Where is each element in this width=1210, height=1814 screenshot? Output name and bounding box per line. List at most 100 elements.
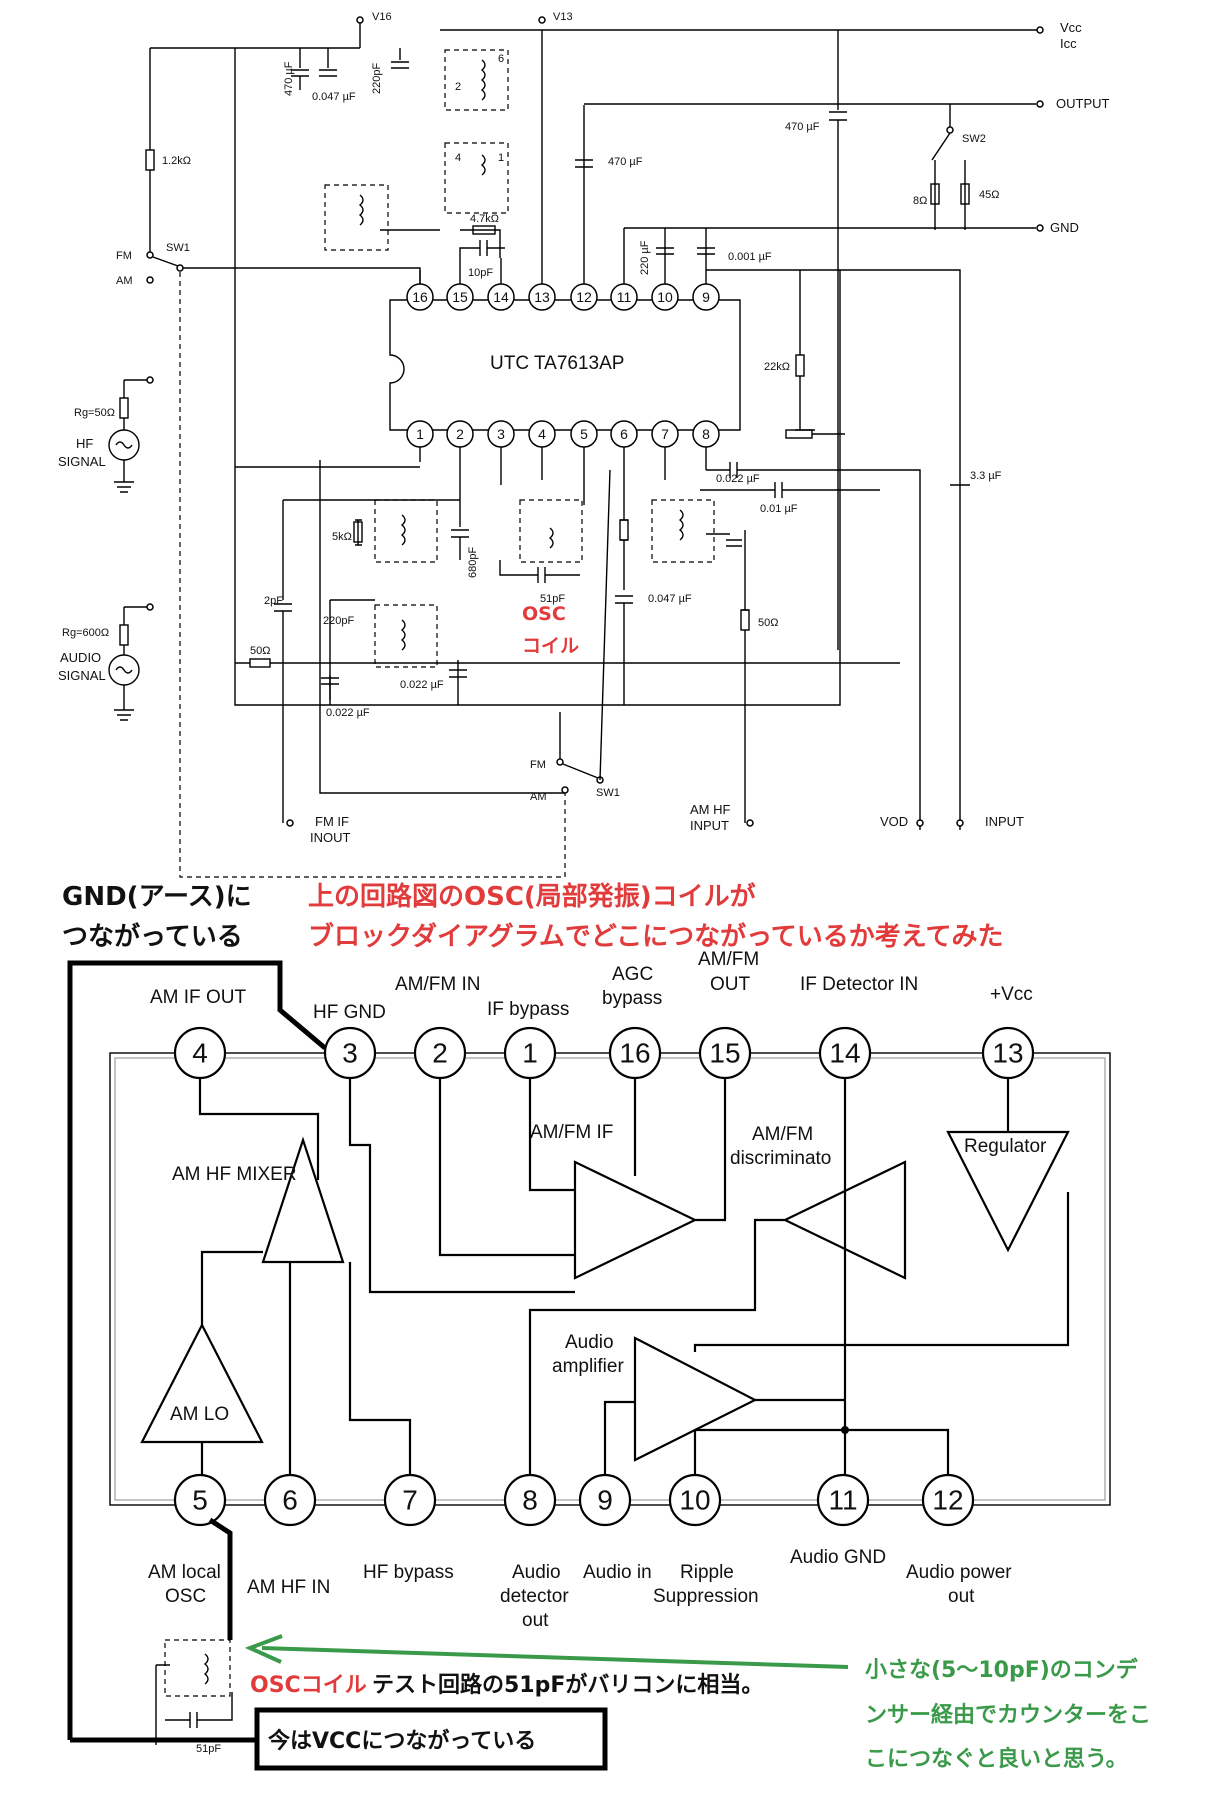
r50-r-label: 50Ω <box>758 617 778 629</box>
pin14-label: IF Detector IN <box>800 974 918 995</box>
vcc-note: 今はVCCにつながっている <box>268 1728 536 1754</box>
block-pin-3: 3 <box>342 1038 358 1069</box>
c0047-b-label: 0.047 µF <box>648 593 692 605</box>
gnd-note-1: GND(アース)に <box>62 882 252 912</box>
pin1-label: IF bypass <box>487 999 569 1020</box>
v13-label: V13 <box>553 11 573 23</box>
c470-right-label: 470 µF <box>785 121 820 133</box>
pin-7: 7 <box>661 426 669 442</box>
pin-1: 1 <box>416 426 424 442</box>
c220-bot-label: 220pF <box>323 615 354 627</box>
discriminator-label-1: AM/FM <box>752 1124 813 1145</box>
pin-11: 11 <box>617 289 632 305</box>
pin-13: 13 <box>534 289 550 305</box>
audio-rg-label: Rg=600Ω <box>62 627 109 639</box>
r50-l-label: 50Ω <box>250 645 270 657</box>
pin9-label: Audio in <box>583 1562 652 1583</box>
c220-right-label: 220 µF <box>639 240 651 275</box>
c470-top-label: 470 µF <box>283 61 295 96</box>
pin4-label: AM IF OUT <box>150 987 246 1008</box>
pin-9: 9 <box>702 289 710 305</box>
block-pin-1: 1 <box>522 1038 538 1069</box>
vod-label: VOD <box>880 814 908 829</box>
coil-pin-4a: 4 <box>455 152 461 164</box>
sw1-bottom-label: SW1 <box>596 787 620 799</box>
pin11-label: Audio GND <box>790 1547 886 1568</box>
title-note-2: ブロックダイアグラムでどこにつながっているか考えてみた <box>308 921 1004 952</box>
r22k-label: 22kΩ <box>764 361 790 373</box>
am-bottom-label: AM <box>530 791 547 803</box>
coil-pin-1a: 1 <box>498 152 504 164</box>
pin8-label-1: Audio <box>512 1562 561 1583</box>
audio-amp-label-2: amplifier <box>552 1356 624 1377</box>
r45-label: 45Ω <box>979 189 999 201</box>
pin12-label-1: Audio power <box>906 1562 1012 1583</box>
sw2-label: SW2 <box>962 133 986 145</box>
osc-test-black: テスト回路の51pFがバリコンに相当。 <box>372 1672 763 1698</box>
pin3-label: HF GND <box>313 1002 386 1023</box>
pin5-label-1: AM local <box>148 1562 221 1583</box>
pin-6: 6 <box>620 426 628 442</box>
coil-cap-label: 51pF <box>196 1743 221 1755</box>
regulator-label: Regulator <box>964 1136 1047 1157</box>
r47k-label: 4.7kΩ <box>470 213 499 225</box>
r12k-label: 1.2kΩ <box>162 155 191 167</box>
pin13-label: +Vcc <box>990 984 1033 1005</box>
discriminator-label-2: discriminato <box>730 1148 831 1169</box>
gnd-note-2: つながっている <box>62 921 243 952</box>
block-diagram: AM IF OUT HF GND AM/FM IN IF bypass AGC … <box>67 949 1151 1772</box>
c10p-label: 10pF <box>468 267 493 279</box>
pin-4: 4 <box>538 426 546 442</box>
pin-14: 14 <box>493 289 509 305</box>
c470-mid-label: 470 µF <box>608 156 643 168</box>
c220-top-label: 220pF <box>371 63 383 94</box>
pin8-label-3: out <box>522 1610 549 1631</box>
pin-2: 2 <box>456 426 464 442</box>
am-hf-mixer-block <box>261 1136 345 1264</box>
pin-3: 3 <box>497 426 505 442</box>
pin-15: 15 <box>452 289 468 305</box>
audio-signal-label-1: AUDIO <box>60 650 101 665</box>
c51-label: 51pF <box>540 593 565 605</box>
block-pin-7: 7 <box>402 1485 418 1516</box>
hf-rg-label: Rg=50Ω <box>74 407 115 419</box>
pin16-label-2: bypass <box>602 988 662 1009</box>
fm-if-label-2: INOUT <box>310 830 351 845</box>
coil-pin-6a: 6 <box>498 53 504 65</box>
pin15-label-1: AM/FM <box>698 949 759 970</box>
fm-switch-label: FM <box>116 250 132 262</box>
osc-label-1: OSC <box>522 603 566 625</box>
block-pin-5: 5 <box>192 1485 208 1516</box>
hf-signal-label-1: HF <box>76 436 93 451</box>
r5k-label: 5kΩ <box>332 531 352 543</box>
pin7-label: HF bypass <box>363 1562 454 1583</box>
block-pin-15: 15 <box>709 1038 740 1069</box>
fm-if-label-1: FM IF <box>315 814 349 829</box>
osc-label-2: コイル <box>522 635 579 657</box>
input-label: INPUT <box>985 814 1024 829</box>
c680-label: 680pF <box>467 547 479 578</box>
pin6-label: AM HF IN <box>247 1577 330 1598</box>
block-pin-8: 8 <box>522 1485 538 1516</box>
schematic: UTC TA7613AP 16 15 14 13 12 11 10 9 1 2 … <box>58 11 1110 878</box>
pin-12: 12 <box>576 289 592 305</box>
vcc-label: Vcc <box>1060 20 1082 35</box>
am-hf-label-1: AM HF <box>690 802 731 817</box>
block-pin-12: 12 <box>932 1485 963 1516</box>
ic-label: UTC TA7613AP <box>490 353 624 374</box>
audio-signal-label-2: SIGNAL <box>58 668 106 683</box>
output-label: OUTPUT <box>1056 96 1110 111</box>
gnd-label: GND <box>1050 220 1079 235</box>
am-hf-mixer-label: AM HF MIXER <box>172 1164 297 1185</box>
counter-note-3: こにつなぐと良いと思う。 <box>865 1746 1128 1772</box>
v16-label: V16 <box>372 11 392 23</box>
block-pin-6: 6 <box>282 1485 298 1516</box>
block-pin-10: 10 <box>679 1485 710 1516</box>
pin8-label-2: detector <box>500 1586 569 1607</box>
c0022-b2-label: 0.022 µF <box>400 679 444 691</box>
pin16-label-1: AGC <box>612 964 653 985</box>
c0022-b1-label: 0.022 µF <box>326 707 370 719</box>
gnd-path <box>67 960 327 1740</box>
pin12-label-2: out <box>948 1586 975 1607</box>
